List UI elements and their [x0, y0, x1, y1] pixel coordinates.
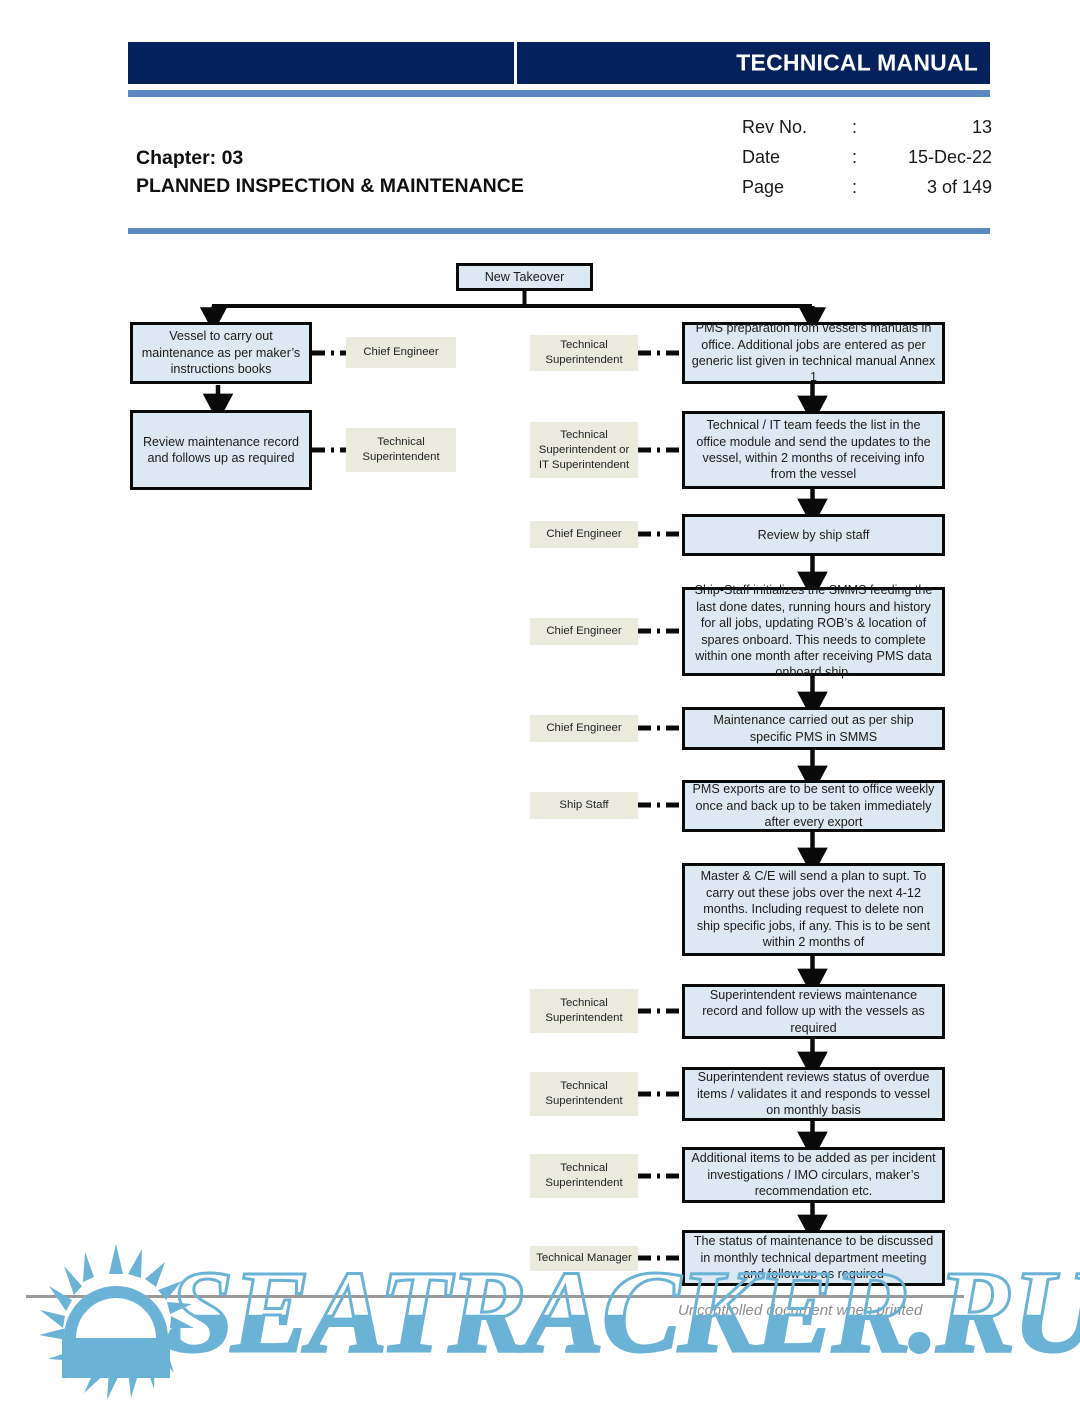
chapter-block: Chapter: 03 PLANNED INSPECTION & MAINTEN… [136, 144, 524, 200]
flow-role-right-3-label: Chief Engineer [546, 528, 622, 540]
footer-note: Uncontrolled document when printed [678, 1302, 923, 1319]
flow-role-right-1-label: Technical Superintendent [545, 339, 623, 366]
flow-node-start: New Takeover [456, 263, 593, 291]
flow-node-right-3-label: Review by ship staff [757, 527, 870, 542]
flow-node-right-3: Review by ship staff [682, 514, 945, 556]
flow-role-right-2: Technical Superintendent or IT Superinte… [530, 422, 638, 478]
flow-role-right-9: Technical Superintendent [530, 1072, 638, 1116]
flow-node-right-9: Superintendent reviews status of overdue… [682, 1067, 945, 1121]
flow-role-right-3: Chief Engineer [530, 521, 638, 548]
flow-node-right-11: The status of maintenance to be discusse… [682, 1230, 945, 1286]
header-banner: TECHNICAL MANUAL [128, 42, 990, 84]
flow-role-left-2-label: Technical Superintendent [362, 436, 440, 463]
flow-node-left-1-label: Vessel to carry out maintenance as per m… [141, 329, 301, 377]
flow-node-right-4-label: Ship-Staff initializes the SMMS feeding … [694, 583, 933, 680]
flow-node-right-5-label: Maintenance carried out as per ship spec… [713, 713, 914, 744]
flow-node-right-5: Maintenance carried out as per ship spec… [682, 707, 945, 750]
flow-role-right-2-label: Technical Superintendent or IT Superinte… [538, 428, 630, 471]
meta-label-rev: Rev No. [742, 117, 808, 137]
meta-value-rev: 13 [971, 117, 992, 137]
document-meta: Rev No. : 13 Date : 15-Dec-22 Page : 3 o… [742, 117, 992, 207]
flow-node-right-2: Technical / IT team feeds the list in th… [682, 411, 945, 489]
meta-colon-rev: : [852, 117, 858, 137]
flow-node-right-6: PMS exports are to be sent to office wee… [682, 780, 945, 832]
flow-node-right-8-label: Superintendent reviews maintenance recor… [702, 987, 925, 1035]
flow-role-right-8: Technical Superintendent [530, 989, 638, 1033]
flow-node-left-1: Vessel to carry out maintenance as per m… [130, 322, 312, 384]
flow-role-right-4-label: Chief Engineer [546, 625, 622, 637]
flow-node-left-2-label: Review maintenance record and follows up… [142, 434, 300, 465]
header-rule-top [128, 90, 990, 97]
flow-node-start-label: New Takeover [484, 269, 565, 284]
flow-node-left-2: Review maintenance record and follows up… [130, 410, 312, 490]
meta-row-page: Page : 3 of 149 [742, 177, 992, 207]
meta-row-date: Date : 15-Dec-22 [742, 147, 992, 177]
meta-value-date: 15-Dec-22 [907, 147, 992, 167]
flow-role-right-9-label: Technical Superintendent [545, 1080, 623, 1107]
flow-role-right-8-label: Technical Superintendent [545, 997, 623, 1024]
meta-row-rev: Rev No. : 13 [742, 117, 992, 147]
chapter-title: PLANNED INSPECTION & MAINTENANCE [136, 175, 524, 197]
header-banner-title: TECHNICAL MANUAL [736, 49, 978, 76]
flow-role-right-1: Technical Superintendent [530, 335, 638, 371]
meta-colon-date: : [852, 147, 858, 167]
flow-node-right-4: Ship-Staff initializes the SMMS feeding … [682, 583, 945, 679]
flow-role-right-5-label: Chief Engineer [546, 722, 622, 734]
meta-colon-page: : [852, 177, 858, 197]
flow-role-right-10-label: Technical Superintendent [545, 1162, 623, 1189]
header-rule-bottom [128, 228, 990, 234]
flow-role-left-1: Chief Engineer [346, 337, 456, 368]
flow-node-right-1: PMS preparation from vessel’s manuals in… [682, 321, 945, 385]
flow-role-left-2: Technical Superintendent [346, 428, 456, 472]
flow-node-right-11-label: The status of maintenance to be discusse… [693, 1234, 934, 1282]
footer-divider [26, 1295, 964, 1298]
meta-value-page: 3 of 149 [926, 177, 992, 197]
flow-node-right-9-label: Superintendent reviews status of overdue… [696, 1070, 931, 1118]
flow-node-right-10: Additional items to be added as per inci… [682, 1147, 945, 1203]
flow-node-right-6-label: PMS exports are to be sent to office wee… [692, 782, 935, 830]
flow-node-right-7: Master & C/E will send a plan to supt. T… [682, 863, 945, 956]
chapter-number: Chapter: 03 [136, 147, 244, 169]
flow-node-right-7-label: Master & C/E will send a plan to supt. T… [696, 869, 931, 950]
meta-label-page: Page [742, 177, 785, 197]
flow-role-right-6: Ship Staff [530, 792, 638, 819]
flow-role-right-6-label: Ship Staff [559, 799, 609, 811]
header-banner-divider [514, 42, 517, 84]
flow-node-right-1-label: PMS preparation from vessel’s manuals in… [691, 321, 936, 385]
flow-node-right-8: Superintendent reviews maintenance recor… [682, 984, 945, 1039]
meta-label-date: Date [742, 147, 781, 167]
flow-node-right-2-label: Technical / IT team feeds the list in th… [696, 418, 931, 482]
flow-role-right-5: Chief Engineer [530, 715, 638, 742]
flow-role-right-4: Chief Engineer [530, 618, 638, 645]
flow-role-right-10: Technical Superintendent [530, 1154, 638, 1198]
flow-role-right-11-label: Technical Manager [536, 1252, 632, 1264]
flow-role-left-1-label: Chief Engineer [363, 346, 439, 358]
flow-role-right-11: Technical Manager [530, 1246, 638, 1271]
flow-node-right-10-label: Additional items to be added as per inci… [691, 1151, 936, 1199]
